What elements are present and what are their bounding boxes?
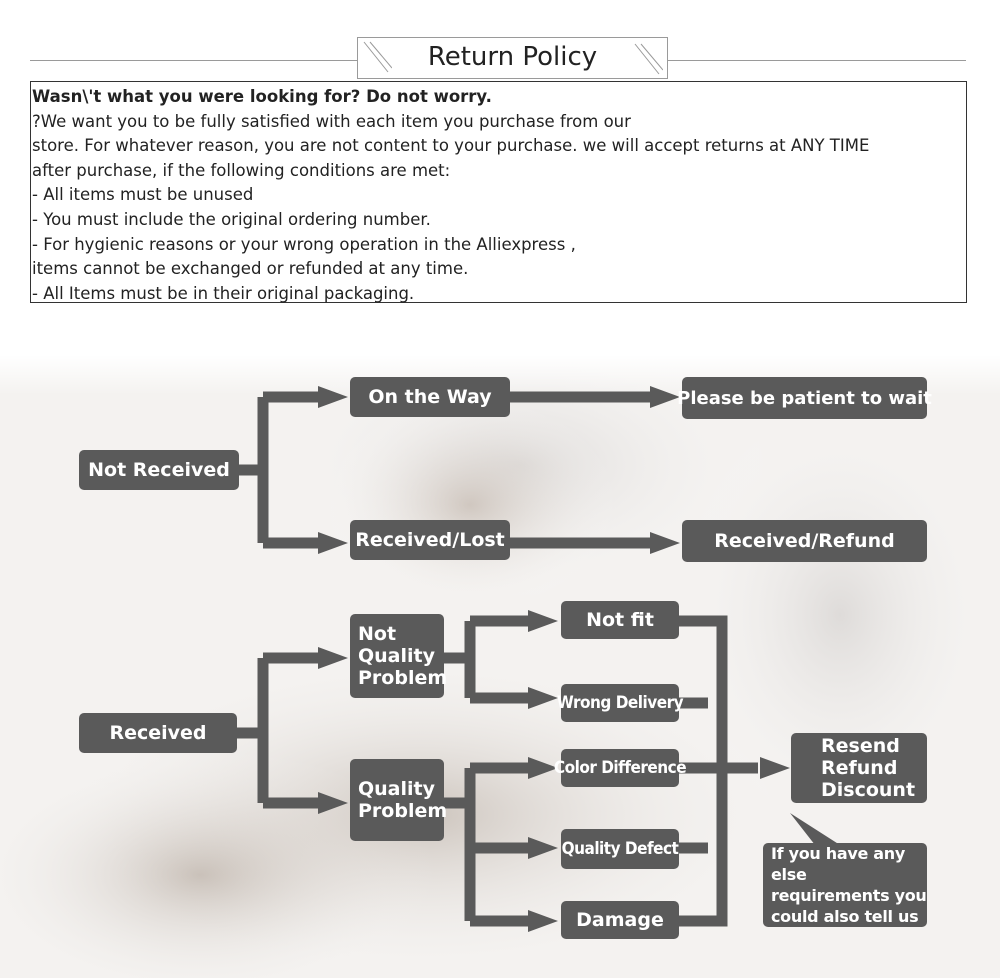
note-line: If you have any else: [771, 844, 906, 884]
node-quality-problem: Quality Problem: [350, 759, 448, 841]
node-please-wait: Please be patient to wait: [677, 377, 932, 419]
node-not-received: Not Received: [79, 450, 239, 490]
arrow-please-wait-icon: [650, 386, 680, 408]
outcome-line: Discount: [821, 779, 916, 801]
not-quality-line: Problem: [358, 667, 448, 689]
arrow-resend-icon: [760, 757, 790, 779]
connector-received-split: [237, 652, 318, 809]
node-note: If you have any else requirements you co…: [763, 843, 927, 927]
policy-line: items cannot be exchanged or refunded at…: [32, 259, 469, 279]
arrow-received-refund-icon: [650, 532, 680, 554]
arrow-quality-defect-icon: [528, 837, 558, 859]
policy-line: Wasn\'t what you were looking for? Do no…: [32, 87, 492, 106]
node-resend-refund-discount: Resend Refund Discount: [791, 733, 927, 803]
arrow-color-difference-icon: [528, 757, 558, 779]
policy-line: - All Items must be in their original pa…: [32, 283, 415, 303]
hatch-right-icon: [634, 43, 663, 75]
node-received-lost: Received/Lost: [350, 520, 510, 560]
arrow-not-quality-icon: [318, 647, 348, 669]
outcome-line: Resend: [821, 735, 900, 757]
node-received: Received: [79, 713, 237, 753]
title-box: Return Policy: [357, 37, 668, 79]
arrow-not-fit-icon: [528, 610, 558, 632]
not-quality-line: Quality: [358, 645, 435, 667]
outcome-line: Refund: [821, 757, 898, 779]
node-wrong-delivery: Wrong Delivery: [557, 684, 684, 722]
connector-not-quality-split: [444, 615, 528, 704]
header-rule-right: [668, 60, 966, 61]
quality-line: Problem: [358, 800, 448, 822]
note-line: requirements you: [771, 886, 927, 905]
policy-line: after purchase, if the following conditi…: [32, 160, 451, 180]
arrow-wrong-delivery-icon: [528, 687, 558, 709]
not-quality-line: Not: [358, 623, 397, 645]
hatch-left-icon: [363, 41, 392, 73]
page-title: Return Policy: [427, 42, 598, 72]
policy-line: - For hygienic reasons or your wrong ope…: [32, 234, 576, 254]
node-received-refund: Received/Refund: [682, 520, 927, 562]
policy-line: store. For whatever reason, you are not …: [32, 136, 870, 156]
policy-line: ?We want you to be fully satisfied with …: [32, 111, 631, 131]
note-line: could also tell us: [771, 907, 919, 926]
policy-line: - You must include the original ordering…: [32, 209, 431, 229]
header-rule-left: [30, 60, 358, 61]
connector-not-received-split: [239, 391, 318, 549]
arrow-received-lost-icon: [318, 532, 348, 554]
connector-collector: [679, 615, 758, 927]
node-color-difference: Color Difference: [554, 749, 687, 787]
arrow-damage-icon: [528, 910, 558, 932]
connector-quality-split: [444, 762, 528, 927]
node-not-fit: Not fit: [561, 601, 679, 639]
arrow-on-the-way-icon: [318, 386, 348, 408]
policy-line: - All items must be unused: [32, 185, 254, 205]
node-quality-defect: Quality Defect: [561, 829, 679, 869]
node-on-the-way: On the Way: [350, 377, 510, 417]
node-not-quality-problem: Not Quality Problem: [350, 614, 448, 698]
policy-box: Wasn\'t what you were looking for? Do no…: [30, 81, 967, 303]
note-bubble-tail-icon: [790, 813, 840, 845]
flowchart-area: Not Received On the Way Please be patien…: [0, 355, 1000, 978]
node-damage: Damage: [561, 901, 679, 939]
quality-line: Quality: [358, 778, 435, 800]
arrow-quality-icon: [318, 792, 348, 814]
